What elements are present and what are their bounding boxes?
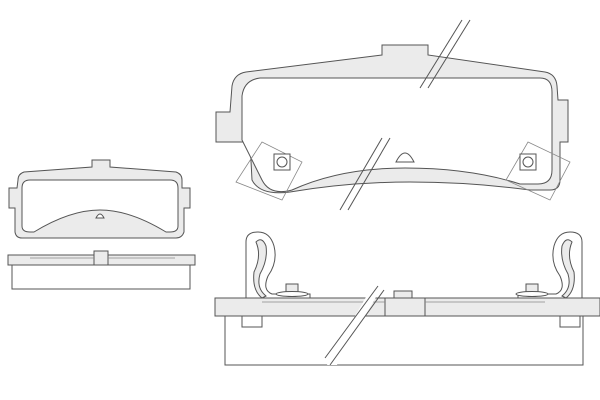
small-pad-side-view (7, 250, 196, 290)
left-clip-diamond (235, 141, 303, 201)
large-pad-side-view (214, 231, 600, 366)
small-pad-front-view (8, 159, 191, 239)
right-clip-diamond (505, 141, 571, 201)
right-spring-clip (515, 231, 583, 299)
large-pad-front-view (215, 19, 571, 211)
left-spring-clip (245, 231, 311, 299)
break-lines (339, 19, 471, 211)
